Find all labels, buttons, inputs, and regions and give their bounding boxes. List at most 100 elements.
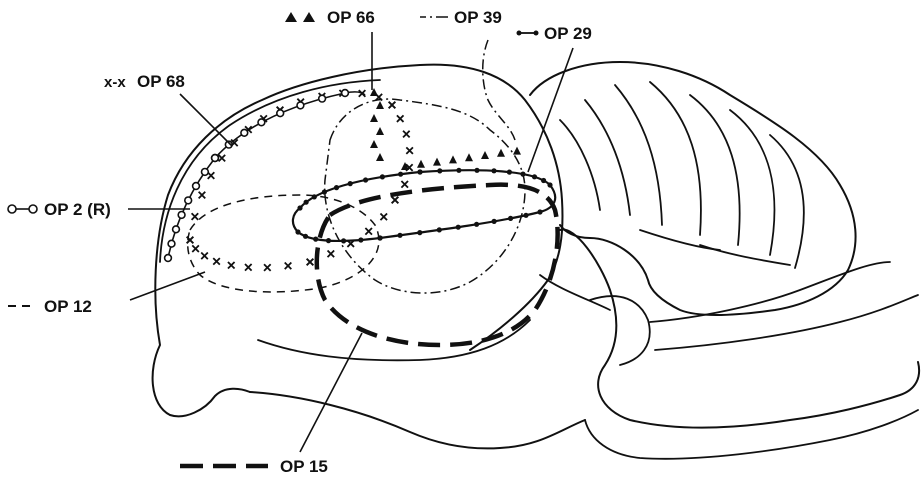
- dot-marker: [295, 229, 300, 234]
- dot-marker: [547, 182, 552, 187]
- dot-marker: [348, 181, 353, 186]
- triangle-marker: [370, 140, 378, 148]
- cross-marker: [307, 259, 314, 266]
- cross-marker: [285, 263, 292, 270]
- op12-label: OP 12: [44, 297, 92, 316]
- dot-marker: [297, 205, 302, 210]
- op15-contour: [317, 185, 558, 345]
- dot-marker: [417, 230, 422, 235]
- dot-icon: [534, 31, 539, 36]
- triangle-icon: [303, 12, 315, 22]
- dot-marker: [437, 168, 442, 173]
- open-circle-icon: [8, 205, 16, 213]
- cerebellar-folia: [560, 82, 804, 268]
- op29-contour: [293, 168, 555, 244]
- op39-label: OP 39: [454, 8, 502, 27]
- dot-marker: [377, 235, 382, 240]
- triangle-icon: [285, 12, 297, 22]
- op68-label: OP 68: [137, 72, 185, 91]
- cross-marker: [328, 251, 335, 258]
- brain-outline: [153, 62, 920, 459]
- open-circle-marker: [212, 155, 219, 162]
- op2-contour: [165, 90, 365, 262]
- open-circle-marker: [319, 95, 326, 102]
- triangle-marker: [417, 160, 425, 168]
- cross-marker: [389, 102, 396, 109]
- triangle-marker: [376, 153, 384, 161]
- op66-contour: [370, 88, 521, 170]
- triangle-marker: [433, 158, 441, 166]
- triangle-marker: [370, 114, 378, 122]
- cross-icon: x-x: [104, 74, 126, 91]
- dot-marker: [520, 172, 525, 177]
- cross-marker: [213, 258, 220, 265]
- dot-marker: [313, 237, 318, 242]
- dot-marker: [456, 225, 461, 230]
- cross-marker: [245, 264, 252, 271]
- dot-marker: [341, 238, 346, 243]
- dot-marker: [312, 194, 317, 199]
- triangle-marker: [513, 147, 521, 155]
- triangle-marker: [376, 127, 384, 135]
- dot-marker: [303, 234, 308, 239]
- dot-marker: [437, 227, 442, 232]
- brainstem: [560, 230, 919, 428]
- op29-label: OP 29: [544, 24, 592, 43]
- cross-marker: [365, 228, 372, 235]
- cross-marker: [403, 131, 410, 138]
- op2-label: OP 2 (R): [44, 200, 111, 219]
- cross-marker: [201, 253, 208, 260]
- open-circle-marker: [178, 212, 185, 219]
- dot-marker: [507, 170, 512, 175]
- olfactory-bulb: [170, 389, 250, 417]
- op68-contour: [187, 90, 413, 271]
- legend-op68: x-x OP 68: [104, 72, 232, 146]
- legend-op39: OP 39: [420, 8, 502, 27]
- open-circle-marker: [185, 197, 192, 204]
- op39-contour: [325, 99, 525, 293]
- open-circle-icon: [29, 205, 37, 213]
- open-circle-marker: [173, 226, 180, 233]
- dot-marker: [358, 237, 363, 242]
- dot-marker: [456, 168, 461, 173]
- open-circle-marker: [168, 240, 175, 247]
- pons-bulge: [590, 296, 650, 365]
- op66-label: OP 66: [327, 8, 375, 27]
- lesion-contours: [165, 40, 558, 345]
- cross-marker: [228, 262, 235, 269]
- open-circle-marker: [241, 129, 248, 136]
- triangle-marker: [465, 153, 473, 161]
- dot-marker: [523, 213, 528, 218]
- triangle-marker: [449, 155, 457, 163]
- op39-tail: [483, 40, 515, 140]
- legend-op12: OP 12: [8, 272, 205, 316]
- cross-marker: [192, 245, 199, 252]
- dot-marker: [326, 238, 331, 243]
- op29-leader: [528, 48, 573, 172]
- triangle-marker: [497, 149, 505, 157]
- triangle-marker: [376, 101, 384, 109]
- dot-marker: [322, 189, 327, 194]
- cross-marker: [380, 214, 387, 221]
- dot-marker: [492, 219, 497, 224]
- cross-marker: [401, 181, 408, 188]
- cross-marker: [199, 192, 206, 199]
- medulla: [650, 262, 890, 322]
- dot-marker: [397, 233, 402, 238]
- dot-marker: [474, 222, 479, 227]
- open-circle-marker: [342, 90, 349, 97]
- brainstem-ventral: [585, 410, 918, 459]
- cross-marker: [192, 213, 199, 220]
- cross-marker: [219, 155, 226, 162]
- open-circle-marker: [258, 119, 265, 126]
- dot-marker: [398, 172, 403, 177]
- cross-marker: [392, 197, 399, 204]
- cerebellum-outline: [530, 62, 856, 315]
- op15-label: OP 15: [280, 457, 328, 476]
- dot-marker: [380, 174, 385, 179]
- triangle-marker: [481, 151, 489, 159]
- dot-marker: [363, 177, 368, 182]
- dot-marker: [334, 185, 339, 190]
- dot-marker: [508, 216, 513, 221]
